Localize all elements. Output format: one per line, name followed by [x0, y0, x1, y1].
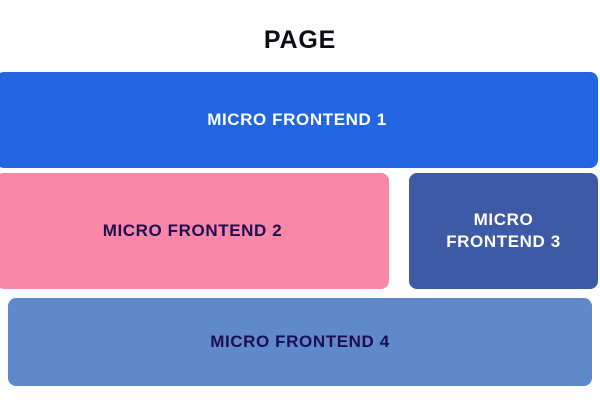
micro-frontend-4-block: MICRO FRONTEND 4 [8, 298, 592, 386]
micro-frontend-3-block: MICRO FRONTEND 3 [409, 173, 598, 289]
micro-frontend-2-label: MICRO FRONTEND 2 [102, 220, 283, 240]
micro-frontend-1-block: MICRO FRONTEND 1 [0, 72, 598, 168]
page-title: PAGE [263, 26, 337, 54]
micro-frontend-1-label: MICRO FRONTEND 1 [207, 109, 387, 129]
micro-frontend-2-block: MICRO FRONTEND 2 [0, 173, 389, 289]
micro-frontend-3-label: MICRO FRONTEND 3 [446, 209, 561, 251]
micro-frontend-4-label: MICRO FRONTEND 4 [210, 331, 390, 351]
